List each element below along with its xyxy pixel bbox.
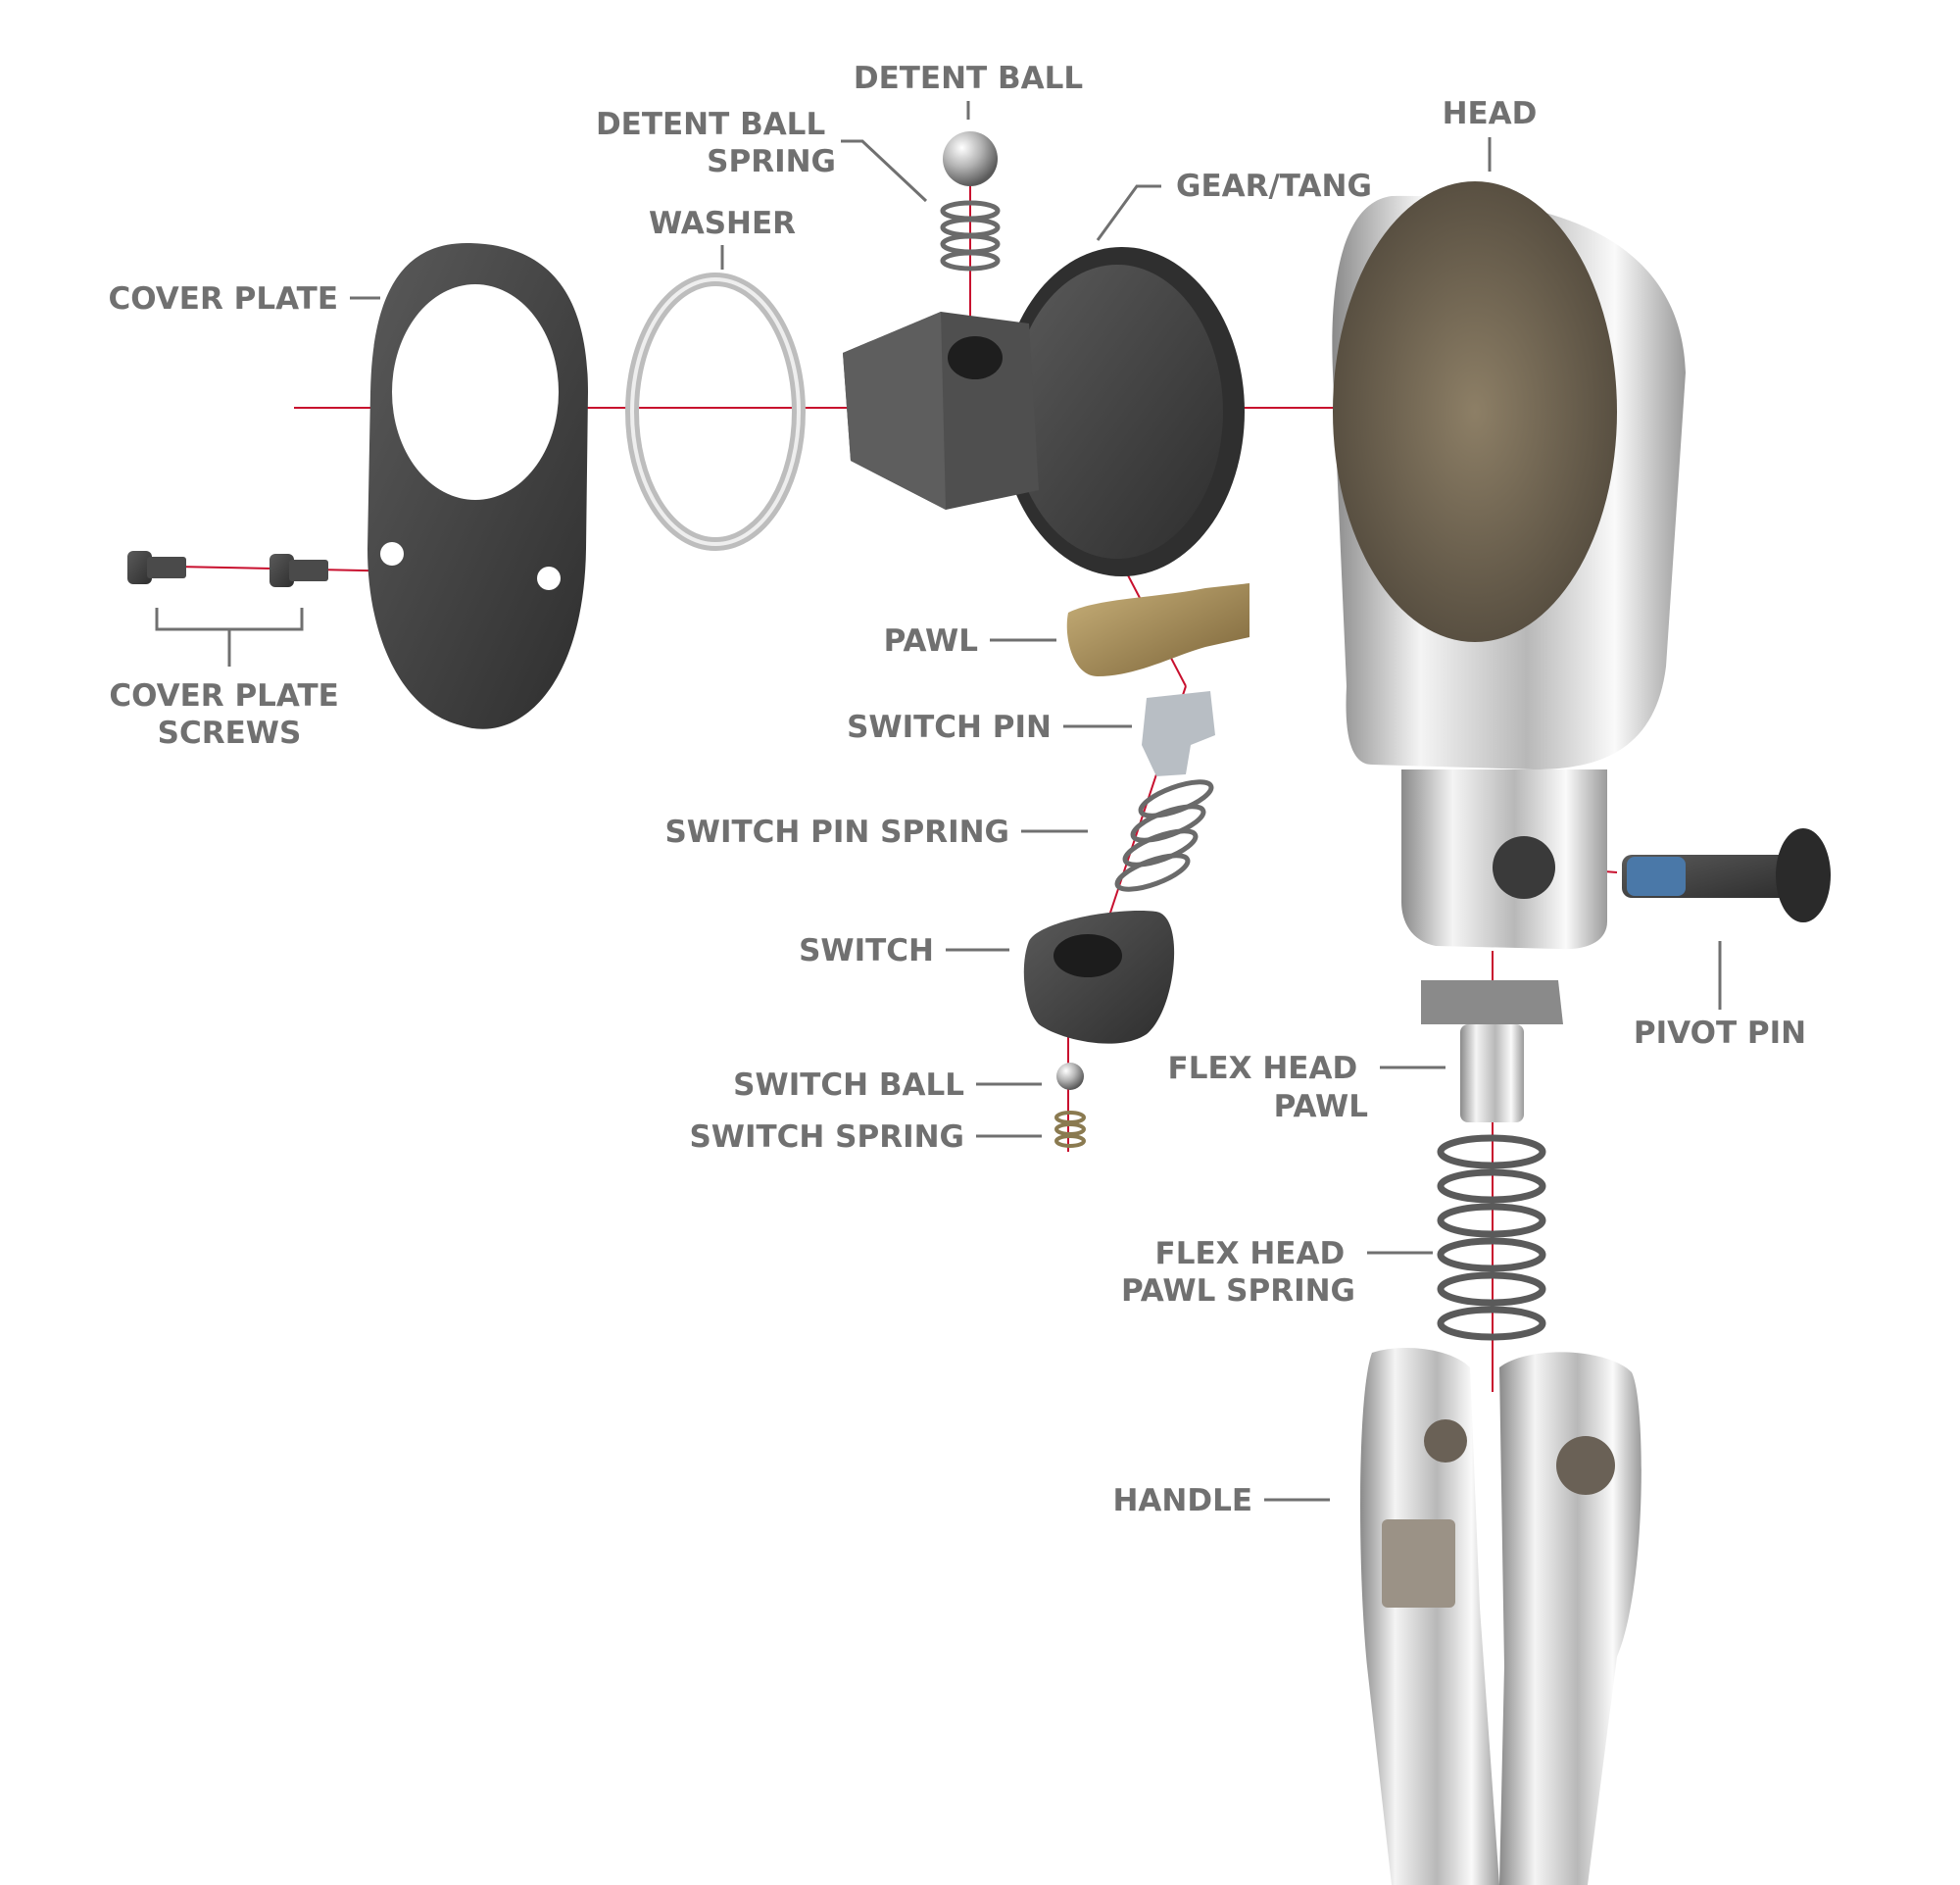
flex-head-pawl [1421, 980, 1563, 1122]
label-switch-spring: SWITCH SPRING [689, 1119, 964, 1155]
label-pawl: PAWL [884, 623, 978, 659]
label-switch: SWITCH [799, 933, 934, 968]
label-handle: HANDLE [1112, 1483, 1252, 1518]
label-switch-ball: SWITCH BALL [733, 1067, 964, 1103]
pivot-pin [1622, 828, 1831, 922]
label-flex-head-pawl-spring-line1: FLEX HEAD [1155, 1236, 1346, 1271]
washer [625, 273, 806, 551]
label-cover-plate: COVER PLATE [109, 281, 338, 317]
label-flex-head-pawl: FLEX HEAD PAWL [1168, 1051, 1368, 1124]
label-gear-tang: GEAR/TANG [1176, 169, 1372, 204]
label-pivot-pin: PIVOT PIN [1634, 1016, 1806, 1051]
label-flex-head-pawl-spring-line2: PAWL SPRING [1121, 1273, 1355, 1309]
label-cover-plate-screws-line1: COVER PLATE [109, 678, 338, 714]
label-head: HEAD [1443, 96, 1538, 131]
ratchet-head [1332, 181, 1686, 950]
label-switch-pin: SWITCH PIN [847, 710, 1052, 745]
label-detent-ball-spring-line1: DETENT BALL [596, 107, 825, 142]
leader-lines [155, 101, 1722, 1502]
cover-plate-screws [127, 551, 328, 587]
label-switch-pin-spring: SWITCH PIN SPRING [664, 815, 1009, 850]
label-washer: WASHER [649, 206, 796, 241]
label-detent-ball: DETENT BALL [854, 61, 1083, 96]
switch-pin-spring [1114, 779, 1214, 892]
label-flex-head-pawl-line1: FLEX HEAD [1168, 1051, 1358, 1086]
label-flex-head-pawl-spring: FLEX HEAD PAWL SPRING [1121, 1236, 1355, 1309]
switch-spring [1054, 1111, 1086, 1148]
label-cover-plate-screws-line2: SCREWS [158, 716, 302, 751]
label-cover-plate-screws: COVER PLATE SCREWS [109, 678, 349, 751]
label-detent-ball-spring: DETENT BALL SPRING [596, 107, 836, 179]
label-flex-head-pawl-line2: PAWL [1274, 1089, 1368, 1124]
detent-ball [943, 131, 998, 186]
ratchet-handle [1360, 1348, 1642, 1885]
detent-ball-spring [940, 200, 1001, 272]
pawl [1066, 583, 1250, 676]
cover-plate [368, 242, 588, 729]
label-detent-ball-spring-line2: SPRING [707, 144, 836, 179]
flex-head-pawl-spring [1437, 1134, 1546, 1341]
switch [1023, 911, 1175, 1044]
switch-ball [1056, 1063, 1084, 1090]
gear-tang [843, 247, 1245, 576]
part-labels: DETENT BALL DETENT BALL SPRING HEAD GEAR… [109, 61, 1807, 1518]
switch-pin [1142, 691, 1215, 776]
